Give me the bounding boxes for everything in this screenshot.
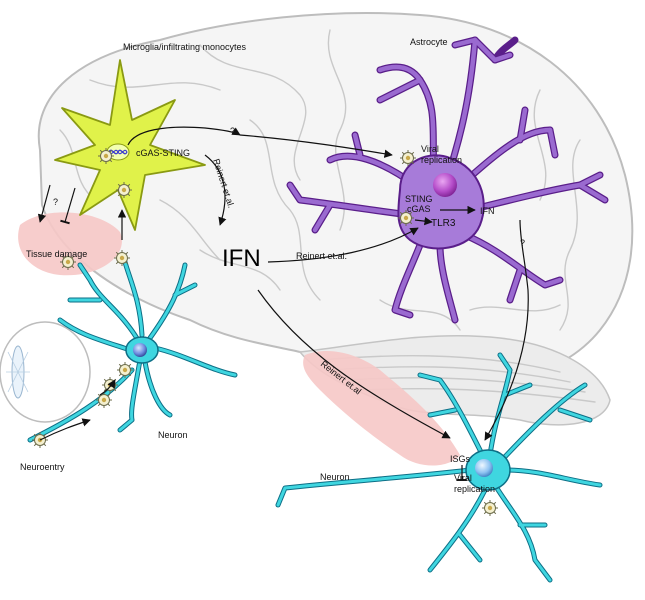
sting-label: STING (405, 194, 433, 204)
eye (0, 321, 91, 423)
virus-icon (115, 181, 133, 199)
viral-replication-neuron-line2: replication (454, 484, 495, 494)
cgas-label: cGAS (407, 204, 431, 214)
virus-icon (101, 376, 119, 394)
microglia-cell (54, 59, 206, 231)
reinert-label-2: Reinert et.al. (296, 251, 347, 261)
cgas-sting-label: cGAS-STING (136, 148, 190, 158)
neuroentry-label: Neuroentry (20, 462, 65, 472)
virus-icon (95, 391, 113, 409)
neuron-left-label: Neuron (158, 430, 188, 440)
ifn-astro-label: IFN (480, 206, 495, 216)
nucleus-icon (475, 459, 493, 477)
neuron-right (275, 352, 603, 583)
viral-replication-astro-line2: replication (421, 155, 462, 165)
neuron-right-label: Neuron (320, 472, 350, 482)
question-mark-top: ? (230, 126, 235, 136)
astrocyte-cell (286, 36, 609, 324)
viral-replication-astro-line1: Viral (421, 144, 439, 154)
astrocyte-label: Astrocyte (410, 37, 448, 47)
isgs-label: ISGs (450, 454, 471, 464)
tissue-damage-region (18, 212, 122, 276)
virus-icon (481, 499, 499, 517)
question-mark-left: ? (53, 197, 58, 207)
brainstem-region (303, 350, 460, 466)
virus-icon (97, 147, 115, 165)
question-mark-right: ? (520, 238, 525, 248)
nucleus-icon (433, 173, 457, 197)
viral-replication-neuron-line1: Viral (454, 473, 472, 483)
virus-icon (113, 249, 131, 267)
ifn-center-label: IFN (222, 245, 261, 272)
virus-icon (399, 149, 417, 167)
tlr3-label: TLR3 (431, 218, 456, 229)
neuron-left (27, 249, 238, 449)
tissue-damage-label: Tissue damage (26, 249, 87, 259)
nucleus-icon (133, 343, 147, 357)
arrows (37, 126, 529, 481)
microglia-label: Microglia/infiltrating monocytes (123, 42, 247, 52)
virus-icon (116, 361, 134, 379)
